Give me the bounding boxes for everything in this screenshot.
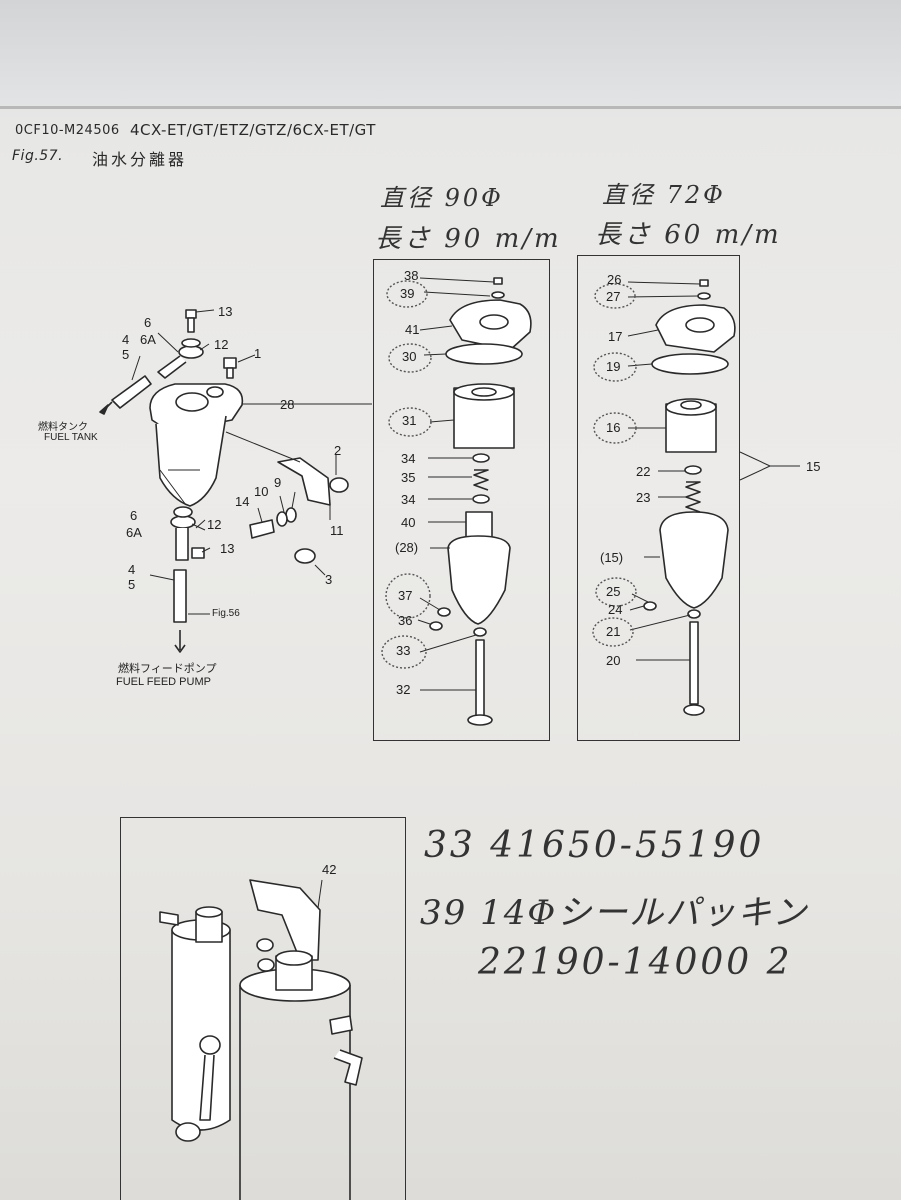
handwritten-right-diameter: 直径 72Φ bbox=[602, 181, 726, 209]
part-label: 3 bbox=[325, 572, 333, 587]
part-label: 25 bbox=[606, 584, 621, 599]
part-label: 5 bbox=[128, 577, 136, 592]
part-label: 39 bbox=[400, 286, 415, 301]
mounting-bracket-icon bbox=[277, 457, 331, 506]
part-label: 24 bbox=[608, 602, 623, 617]
fuel-tank-label-en: FUEL TANK bbox=[44, 432, 98, 443]
figure-number: Fig.57. bbox=[12, 148, 64, 164]
part-label: 20 bbox=[606, 653, 621, 668]
handwritten-note-part39-number: 22190-14000 2 bbox=[478, 942, 793, 983]
part-label: 33 bbox=[396, 643, 411, 658]
part-label: 17 bbox=[608, 329, 623, 344]
filter-72mm-box bbox=[577, 255, 740, 741]
separator-bowl-icon bbox=[155, 415, 227, 507]
part-label: 4 bbox=[122, 332, 130, 347]
part-group-label: 15 bbox=[806, 459, 821, 474]
part-label: (28) bbox=[395, 540, 419, 555]
model-list: 4CX-ET/GT/ETZ/GTZ/6CX-ET/GT bbox=[130, 121, 376, 139]
handwritten-note-part39: 39 14Φシールパッキン bbox=[420, 893, 809, 933]
part-label: 34 bbox=[401, 451, 416, 466]
catalog-code: 0CF10-M24506 bbox=[15, 123, 120, 138]
part-label: 28 bbox=[280, 397, 295, 412]
marker-circles bbox=[381, 280, 637, 669]
fuel-pipe-icon bbox=[111, 375, 152, 409]
part-label: 13 bbox=[220, 541, 235, 556]
part-label: 21 bbox=[606, 624, 621, 639]
part-label: 27 bbox=[606, 289, 621, 304]
part-label: 13 bbox=[218, 304, 233, 319]
banjo-fitting-icon bbox=[157, 338, 204, 379]
filter-90mm-box bbox=[373, 259, 550, 741]
part-label: 12 bbox=[214, 337, 229, 352]
part-label: 40 bbox=[401, 515, 416, 530]
part-label: 5 bbox=[122, 347, 130, 362]
part-label: 16 bbox=[606, 420, 621, 435]
part-label: 32 bbox=[396, 682, 411, 697]
handwritten-note-part33: 33 41650-55190 bbox=[424, 825, 765, 866]
air-vent-plug-icon bbox=[223, 357, 237, 379]
part-label: 26 bbox=[607, 272, 622, 287]
fuel-tank-label-jp: 燃料タンク bbox=[38, 422, 88, 433]
part-label: 1 bbox=[254, 346, 262, 361]
part-label: 30 bbox=[402, 349, 417, 364]
part-label: 38 bbox=[404, 268, 419, 283]
dual-separator-icon bbox=[159, 879, 363, 1200]
part-label: 6A bbox=[126, 525, 142, 540]
part-label: (15) bbox=[600, 550, 624, 565]
bolt-icon bbox=[185, 309, 197, 333]
part-label: 6 bbox=[144, 315, 152, 330]
dual-separator-box bbox=[120, 817, 406, 1200]
part-label: 10 bbox=[254, 484, 269, 499]
part-label: 19 bbox=[606, 359, 621, 374]
part-label: 37 bbox=[398, 588, 413, 603]
part-label: 34 bbox=[401, 492, 416, 507]
figure-title: 油水分離器 bbox=[92, 150, 188, 169]
part-label: 41 bbox=[405, 322, 420, 337]
part-label: 23 bbox=[636, 490, 651, 505]
part-label: 4 bbox=[128, 562, 136, 577]
part-label: 11 bbox=[330, 523, 344, 538]
part-label: 36 bbox=[398, 613, 413, 628]
handwritten-right-length: 長さ 60 m/m bbox=[595, 220, 782, 250]
part-label: 6A bbox=[140, 332, 156, 347]
part-label: 6 bbox=[130, 508, 138, 523]
part-label: 2 bbox=[334, 443, 342, 458]
part-label: 14 bbox=[235, 494, 250, 509]
filter-72mm-parts bbox=[643, 279, 736, 716]
part-label: 22 bbox=[636, 464, 651, 479]
filter-90mm-parts bbox=[429, 277, 532, 726]
feed-pump-label-en: FUEL FEED PUMP bbox=[116, 676, 211, 688]
background-surface bbox=[0, 0, 901, 108]
page-edge bbox=[0, 106, 901, 109]
lower-fuel-pipe-icon bbox=[173, 569, 187, 623]
part-label: 31 bbox=[402, 413, 417, 428]
handwritten-left-diameter: 直径 90Φ bbox=[380, 184, 504, 212]
part-label: 12 bbox=[207, 517, 222, 532]
feed-pump-label-jp: 燃料フィードポンプ bbox=[118, 663, 217, 675]
handwritten-left-length: 長さ 90 m/m bbox=[375, 224, 562, 254]
part-label: 42 bbox=[322, 862, 337, 877]
fig-reference: Fig.56 bbox=[212, 608, 240, 619]
part-label: 9 bbox=[274, 475, 282, 490]
part-label: 35 bbox=[401, 470, 416, 485]
